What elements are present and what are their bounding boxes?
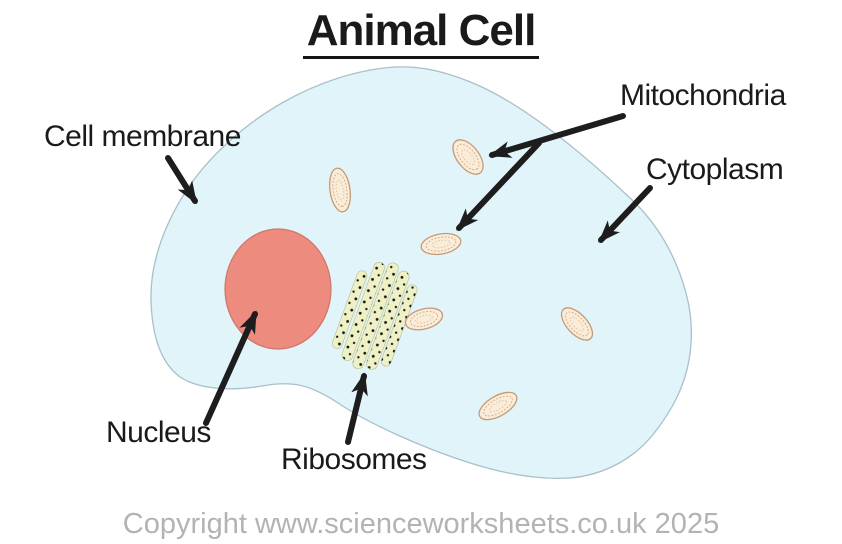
cell-membrane-arrow (165, 155, 198, 205)
cytoplasm-arrow (598, 185, 653, 243)
mitochondrion-shape (404, 307, 444, 331)
nucleus-label: Nucleus (106, 416, 211, 449)
cell-membrane-shape (150, 66, 693, 479)
mitochondria-arrow-lower (456, 140, 542, 231)
mitochondrion-shape (560, 307, 594, 341)
ribosomes-label: Ribosomes (281, 443, 427, 476)
cell-membrane-label: Cell membrane (44, 120, 241, 153)
nucleus-shape (224, 228, 332, 350)
mitochondria-label: Mitochondria (620, 79, 786, 112)
mitochondrion-shape (452, 139, 484, 175)
copyright-text: Copyright www.scienceworksheets.co.uk 20… (122, 508, 720, 540)
mitochondrion-shape (478, 391, 518, 421)
nucleus-arrow (203, 310, 258, 426)
mitochondria-arrow-upper (488, 113, 626, 158)
ribosomes-arrow (345, 372, 368, 445)
mitochondrion-shape (420, 232, 462, 256)
ribosomes-shape (331, 261, 418, 370)
cytoplasm-label: Cytoplasm (646, 153, 784, 186)
page-title: Animal Cell (0, 6, 842, 59)
mitochondrion-shape (328, 167, 352, 213)
label-arrows (165, 113, 653, 445)
